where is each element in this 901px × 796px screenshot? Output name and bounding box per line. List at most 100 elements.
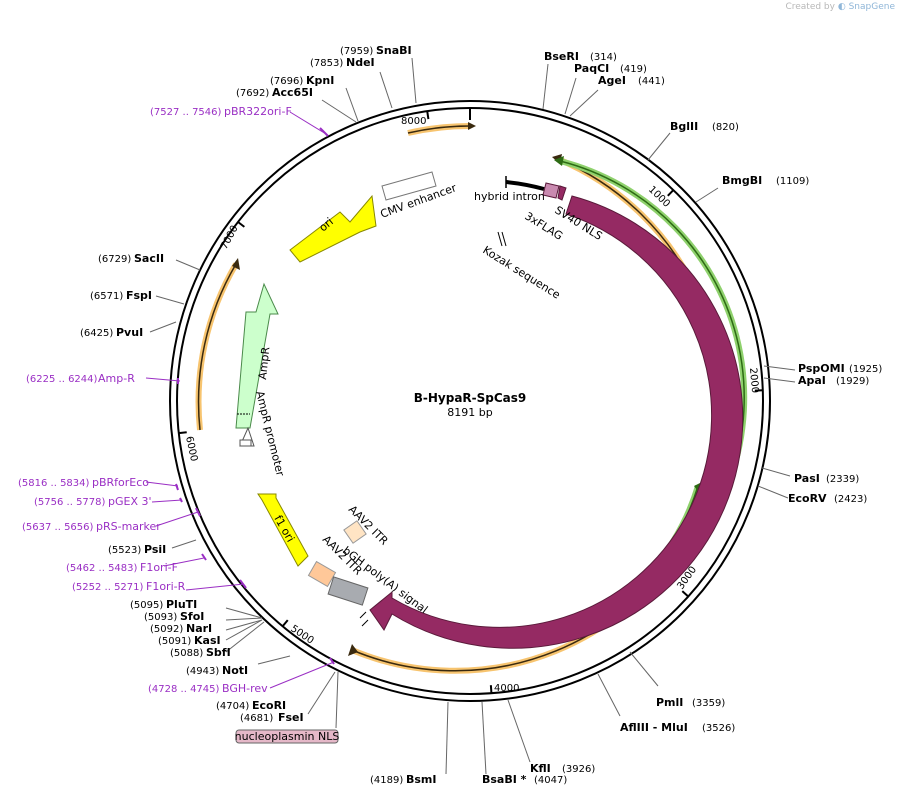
site-pos: (3359): [692, 698, 725, 709]
aav2-itr-2-feature[interactable]: [307, 560, 337, 588]
tick-label-7000: 7000: [219, 224, 241, 252]
tick-label-6000: 6000: [183, 435, 199, 462]
aav2-itr-1-feature[interactable]: [343, 520, 367, 544]
watermark-prefix: Created by: [785, 2, 835, 12]
flag-feature[interactable]: [542, 182, 560, 199]
ampr-label: AmpR: [256, 346, 272, 380]
site-name[interactable]: BsmI: [406, 773, 437, 786]
nucleoplasmin-nls-box[interactable]: [235, 729, 339, 744]
site-pos: (6729): [98, 254, 131, 265]
site-name[interactable]: KasI: [194, 634, 221, 647]
site-pos: (2423): [834, 494, 867, 505]
site-pos: (2339): [826, 474, 859, 485]
ampr-feature[interactable]: [235, 282, 279, 429]
site-pos: (7853): [310, 58, 343, 69]
site-name[interactable]: FseI: [278, 711, 304, 724]
site-pos: (419): [620, 64, 647, 75]
primer-pos: (5756 .. 5778): [34, 497, 106, 508]
cas9-label: Cas9: [675, 461, 697, 491]
nucleoplasmin-nls-label: nucleoplasmin NLS: [235, 730, 340, 743]
site-name[interactable]: BglII: [670, 120, 698, 133]
site-name[interactable]: SacII: [134, 252, 164, 265]
primer-name[interactable]: F1ori-R: [146, 580, 186, 593]
site-name[interactable]: NotI: [222, 664, 248, 677]
primer-pos: (5816 .. 5834): [18, 478, 90, 489]
ori-feature[interactable]: [289, 194, 377, 263]
site-pos: (7696): [270, 76, 303, 87]
snapgene-logo-icon: ◐: [837, 2, 846, 12]
primer-leader-lines: [145, 111, 335, 689]
site-name[interactable]: EcoRI: [252, 699, 286, 712]
primer-name[interactable]: pGEX 3': [108, 495, 152, 508]
site-name[interactable]: NdeI: [346, 56, 375, 69]
kozak-marker: [497, 231, 503, 247]
tick-label-8000: 8000: [401, 116, 426, 127]
restriction-sites: SnaBI (7959) NdeI (7853) KpnI (7696) Acc…: [80, 44, 882, 786]
primer-pos: (7527 .. 7546): [150, 107, 222, 118]
watermark-brand: SnapGene: [848, 2, 895, 12]
primer-name[interactable]: pBR322ori-F: [224, 105, 292, 118]
bgh-polya-feature[interactable]: [327, 576, 369, 606]
site-name[interactable]: AflIII - MluI: [620, 721, 688, 734]
site-name[interactable]: KflI: [530, 762, 551, 775]
site-pos: (1925): [849, 364, 882, 375]
small-mark-2: [361, 619, 369, 627]
cas9-feature[interactable]: [369, 195, 744, 649]
site-name[interactable]: Acc65I: [272, 86, 313, 99]
primer-pos: (5252 .. 5271): [72, 582, 144, 593]
tick-marks: [178, 108, 763, 694]
site-name[interactable]: BseRI: [544, 50, 579, 63]
kozak-marker-2: [501, 231, 507, 247]
primer-pos: (4728 .. 4745): [148, 684, 220, 695]
primer-name[interactable]: pBRforEco: [92, 476, 149, 489]
site-name[interactable]: ApaI: [798, 374, 826, 387]
site-pos: (4704): [216, 701, 249, 712]
primer-name[interactable]: Amp-R: [98, 372, 135, 385]
site-name[interactable]: KpnI: [306, 74, 334, 87]
site-pos: (3526): [702, 723, 735, 734]
site-name[interactable]: SnaBI: [376, 44, 412, 57]
site-name[interactable]: PspOMI: [798, 362, 845, 375]
site-name[interactable]: NarI: [186, 622, 212, 635]
backbone-outer-ring: [169, 100, 771, 702]
site-name[interactable]: FspI: [126, 289, 152, 302]
site-pos: (5088): [170, 648, 203, 659]
site-pos: (5523): [108, 545, 141, 556]
f1-ori-feature[interactable]: [257, 493, 309, 567]
site-name[interactable]: SfoI: [180, 610, 204, 623]
site-pos: (7959): [340, 46, 373, 57]
site-pos: (3926): [562, 764, 595, 775]
hybrid-intron-bar[interactable]: [505, 180, 545, 191]
site-pos: (5093): [144, 612, 177, 623]
cmv-enhancer-feature[interactable]: [381, 171, 437, 201]
site-name[interactable]: PvuI: [116, 326, 143, 339]
ampr-promoter-body: [239, 439, 252, 447]
primer-marks: [175, 127, 335, 665]
site-name[interactable]: AgeI: [598, 74, 626, 87]
site-name[interactable]: SbfI: [206, 646, 231, 659]
primer-name[interactable]: F1ori-F: [140, 561, 178, 574]
site-leader-lines: [149, 57, 796, 775]
primer-name[interactable]: BGH-rev: [222, 682, 268, 695]
small-mark-1: [359, 611, 367, 619]
site-name[interactable]: BsaBI *: [482, 773, 527, 786]
plasmid-name: B-HypaR-SpCas9: [414, 391, 527, 405]
site-name[interactable]: PaqCI: [574, 62, 609, 75]
site-name[interactable]: PmlI: [656, 696, 683, 709]
tick-mark-8000: [426, 110, 430, 120]
site-name[interactable]: PasI: [794, 472, 820, 485]
primer-pos: (5462 .. 5483): [66, 563, 138, 574]
site-name[interactable]: PsiI: [144, 543, 166, 556]
sv40-nls-feature[interactable]: [557, 185, 567, 201]
site-name[interactable]: EcoRV: [788, 492, 827, 505]
site-name[interactable]: PluTI: [166, 598, 197, 611]
ampr-promoter-label: AmpR promoter: [253, 390, 287, 478]
site-pos: (314): [590, 52, 617, 63]
orf-arc-cas9-arrow: [348, 644, 358, 656]
tick-mark-5000: [281, 619, 289, 627]
primer-name[interactable]: pRS-marker: [96, 520, 161, 533]
primer-pos: (5637 .. 5656): [22, 522, 94, 533]
site-name[interactable]: BmgBI: [722, 174, 762, 187]
site-pos: (1929): [836, 376, 869, 387]
primer-pos: (6225 .. 6244): [26, 374, 98, 385]
